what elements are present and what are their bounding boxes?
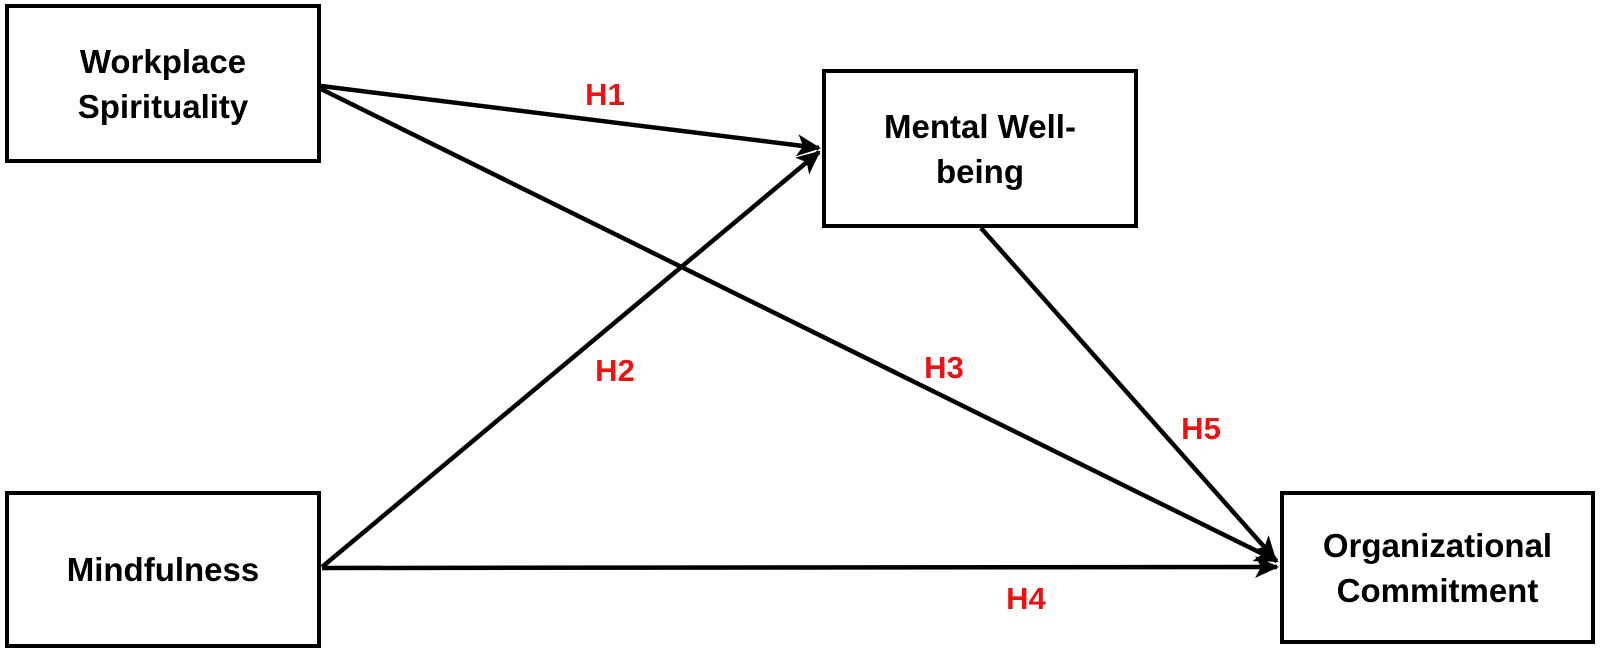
- node-label-line: being: [936, 152, 1024, 190]
- node-label-line: Mental Well-: [884, 107, 1076, 145]
- edge-label-h5: H5: [1181, 411, 1221, 446]
- node-label-line: Workplace: [79, 42, 247, 80]
- node-label-line: Mindfulness: [66, 551, 260, 588]
- node-label-line: Commitment: [1336, 571, 1539, 609]
- edge-h2-arrow: [320, 150, 821, 569]
- node-organizational-commitment: Organizational Commitment: [1280, 491, 1595, 644]
- edge-label-h1: H1: [585, 77, 625, 112]
- edge-h5-arrow: [979, 226, 1277, 561]
- edge-label-h2: H2: [595, 353, 635, 388]
- edge-h4-arrow: [321, 556, 1279, 579]
- node-mindfulness: Mindfulness: [5, 491, 321, 648]
- node-workplace-spirituality: Workplace Spirituality: [5, 4, 321, 163]
- node-mental-well-being: Mental Well- being: [822, 69, 1138, 228]
- node-label-line: Spirituality: [77, 87, 249, 125]
- edge-label-h4: H4: [1006, 581, 1046, 616]
- edge-h3-arrow: [320, 86, 1279, 564]
- edge-h1-arrow: [320, 83, 821, 157]
- node-label-line: Organizational: [1322, 526, 1553, 564]
- edge-label-h3: H3: [924, 350, 964, 385]
